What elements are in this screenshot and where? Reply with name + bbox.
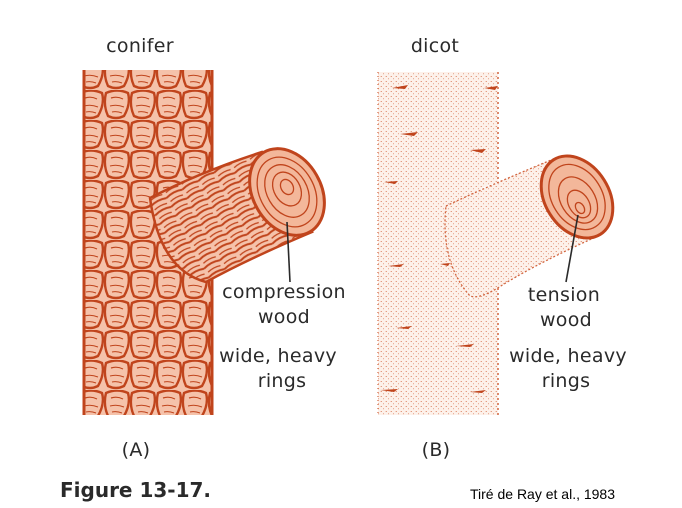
dicot-branch xyxy=(444,154,615,298)
panel-b-letter: (B) xyxy=(421,439,451,461)
dicot-trunk xyxy=(377,72,499,415)
compression-wood-leader xyxy=(286,221,291,283)
tension-wood-line1: tension xyxy=(527,284,601,306)
dicot-title: dicot xyxy=(410,35,460,57)
figure-caption: Figure 13-17. xyxy=(60,478,212,502)
conifer-title: conifer xyxy=(106,35,174,57)
conifer-rings-line1: wide, heavy xyxy=(219,345,337,367)
source-credit: Tiré de Ray et al., 1983 xyxy=(470,486,616,502)
conifer-rings-line2: rings xyxy=(257,370,307,392)
dicot-rings-line1: wide, heavy xyxy=(509,345,627,367)
conifer-trunk xyxy=(82,70,214,415)
panel-a-letter: (A) xyxy=(121,439,151,461)
dicot-rings-line2: rings xyxy=(541,370,591,392)
tension-wood-leader xyxy=(565,214,579,283)
conifer-branch xyxy=(148,147,326,284)
tension-wood-line2: wood xyxy=(539,309,593,331)
compression-wood-line1: compression xyxy=(222,281,346,303)
compression-wood-line2: wood xyxy=(257,306,311,328)
